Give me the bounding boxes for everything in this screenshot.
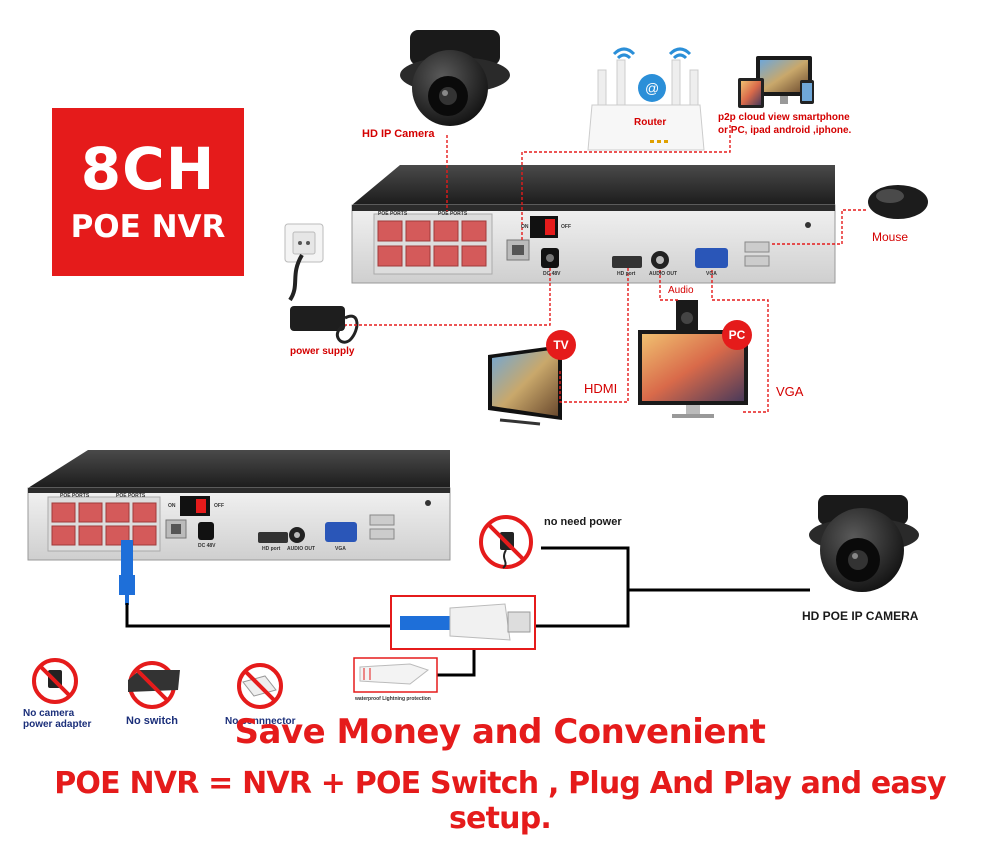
vga-label: VGA	[776, 384, 804, 399]
nvr-top-audio-label: AUDIO OUT	[649, 271, 678, 277]
power-supply-icon	[284, 223, 359, 344]
no-switch-icon	[128, 661, 180, 709]
no-switch-label: No switch	[126, 715, 178, 727]
product-badge: 8CH POE NVR	[52, 108, 244, 276]
no-adapter-label-line1: No camera	[23, 708, 75, 719]
blue-cable	[119, 540, 135, 605]
nvr-bottom-poe-label-1: POE PORTS	[60, 493, 90, 499]
bottom-cable-lines	[125, 546, 810, 677]
nvr-bottom-on-label: ON	[168, 503, 176, 509]
no-power-icon	[479, 515, 533, 569]
audio-label: Audio	[668, 285, 694, 296]
top-connection-lines	[345, 125, 868, 413]
nvr-bottom-vga-label: VGA	[335, 546, 346, 552]
tv-icon	[488, 345, 562, 426]
nvr-top-on-label: ON	[521, 224, 529, 230]
nvr-top	[351, 165, 836, 284]
camera-top-label: HD IP Camera	[362, 128, 435, 140]
nvr-bottom-poe-label-2: POE PORTS	[116, 493, 146, 499]
p2p-devices-icon	[738, 56, 814, 108]
nvr-top-hd-label: HD port	[617, 271, 636, 277]
no-adapter-icon	[32, 658, 78, 704]
tv-tag: TV	[546, 330, 576, 360]
badge-channel-count: 8CH	[80, 135, 216, 203]
slogan-secondary: POE NVR = NVR + POE Switch , Plug And Pl…	[54, 766, 946, 836]
power-supply-label: power supply	[290, 346, 355, 357]
camera-poe-icon	[809, 495, 919, 592]
nvr-top-poe-label-2: POE PORTS	[438, 211, 468, 217]
speaker-icon	[676, 300, 698, 330]
router-icon: @	[587, 47, 705, 151]
pc-tag: PC	[722, 320, 752, 350]
waterproof-cap-icon	[353, 657, 438, 693]
slogan-primary: Save Money and Convenient	[234, 712, 766, 752]
router-label: Router	[634, 117, 667, 128]
mouse-icon	[868, 185, 928, 219]
svg-text:@: @	[645, 80, 659, 96]
badge-product-type: POE NVR	[70, 209, 226, 245]
no-connector-label: No connnector	[225, 716, 296, 727]
no-connector-icon	[237, 663, 283, 709]
nvr-bottom-audio-label: AUDIO OUT	[287, 546, 316, 552]
nvr-bottom-dc-label: DC 48V	[198, 543, 216, 549]
nvr-bottom-off-label: OFF	[214, 503, 224, 509]
hdmi-label: HDMI	[584, 381, 618, 396]
nvr-bottom-hd-label: HD port	[262, 546, 281, 552]
p2p-label-line2: or PC, ipad android ,iphone.	[718, 125, 852, 136]
nvr-top-dc-label: DC 48V	[543, 271, 561, 277]
no-adapter-label-line2: power adapter	[23, 719, 92, 730]
camera-top-icon	[400, 30, 510, 126]
waterproof-label: waterproof Lightning protection	[355, 696, 431, 702]
nvr-bottom	[27, 450, 451, 561]
mouse-label: Mouse	[872, 230, 909, 244]
connector-box	[390, 595, 536, 650]
nvr-top-off-label: OFF	[561, 224, 571, 230]
nvr-top-poe-label-1: POE PORTS	[378, 211, 408, 217]
p2p-label-line1: p2p cloud view smartphone	[718, 112, 850, 123]
no-need-power-label: no need power	[544, 516, 622, 528]
poe-camera-label: HD POE IP CAMERA	[802, 609, 919, 623]
nvr-top-vga-label: VGA	[706, 271, 717, 277]
